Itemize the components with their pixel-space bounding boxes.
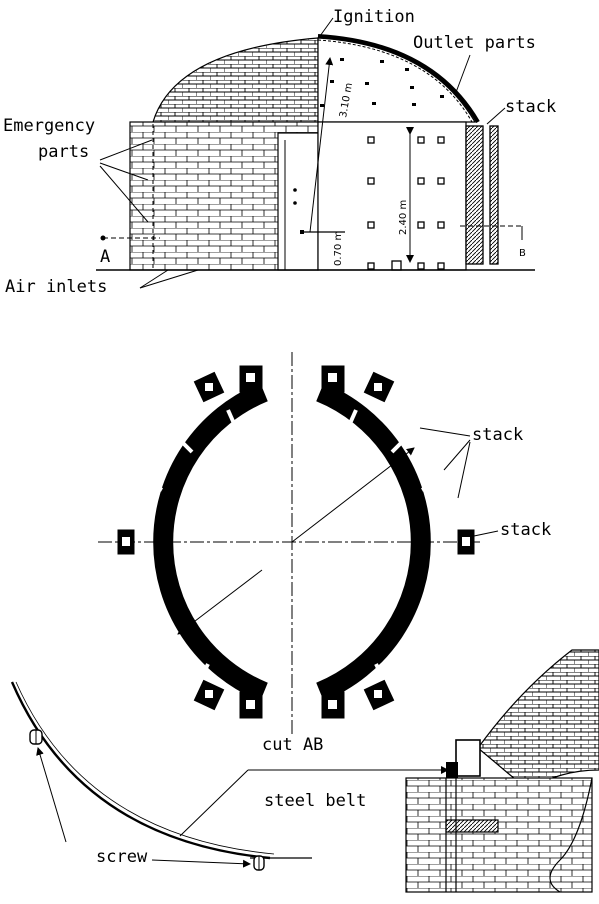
label-stack-elevation: stack	[505, 97, 556, 117]
radius-arrow-upper	[291, 447, 415, 543]
brick-corner-detail	[405, 649, 599, 893]
dim-wall-height: 2.40 m	[398, 200, 409, 235]
label-ignition: Ignition	[333, 7, 415, 27]
arch-brickwork	[477, 649, 599, 791]
steel-belt-curve	[10, 681, 271, 860]
steel-belt-detail: steel belt screw	[10, 681, 449, 871]
belt-section-block	[455, 739, 481, 777]
radius-arrow-lower	[177, 569, 263, 635]
dome-right-section	[317, 37, 477, 123]
wall-openings	[367, 136, 445, 271]
stack-hatched	[465, 125, 484, 265]
plan-stacks	[117, 365, 475, 719]
label-outlet-parts: Outlet parts	[413, 33, 536, 53]
screw-head-upper	[29, 729, 43, 745]
dome-vent-dots	[320, 58, 444, 107]
section-marker-b: B	[519, 248, 526, 259]
label-steel-belt: steel belt	[264, 791, 366, 811]
screw-head-lower	[253, 855, 265, 871]
wall-brickwork-detail	[405, 777, 593, 893]
dim-door-height: 0.70 m	[333, 231, 344, 266]
label-cut-ab: cut AB	[262, 735, 323, 755]
ring-wall-left	[153, 382, 268, 702]
stack-outer	[489, 125, 499, 265]
label-screw: screw	[96, 847, 148, 867]
kiln-plan-section: stack stack cut AB	[98, 352, 551, 755]
dome-left-brickwork	[152, 37, 319, 123]
section-marker-a: A	[100, 247, 110, 267]
label-stack-plan-upper: stack	[472, 425, 523, 445]
wall-right-section	[317, 121, 467, 271]
door-recess	[277, 132, 319, 271]
kiln-elevation: A B 3.10 m 2.40 m 0.70 m Ignition Outlet…	[3, 7, 556, 297]
ring-inlet-gaps	[129, 409, 455, 681]
label-air-inlets: Air inlets	[5, 277, 107, 297]
ring-wall-right	[316, 382, 431, 702]
dome-shell-outer	[317, 34, 480, 124]
label-emergency: Emergency	[3, 116, 95, 136]
dim-line-dome	[309, 57, 334, 233]
label-emergency-parts: parts	[38, 142, 89, 162]
label-stack-plan-side: stack	[500, 520, 551, 540]
